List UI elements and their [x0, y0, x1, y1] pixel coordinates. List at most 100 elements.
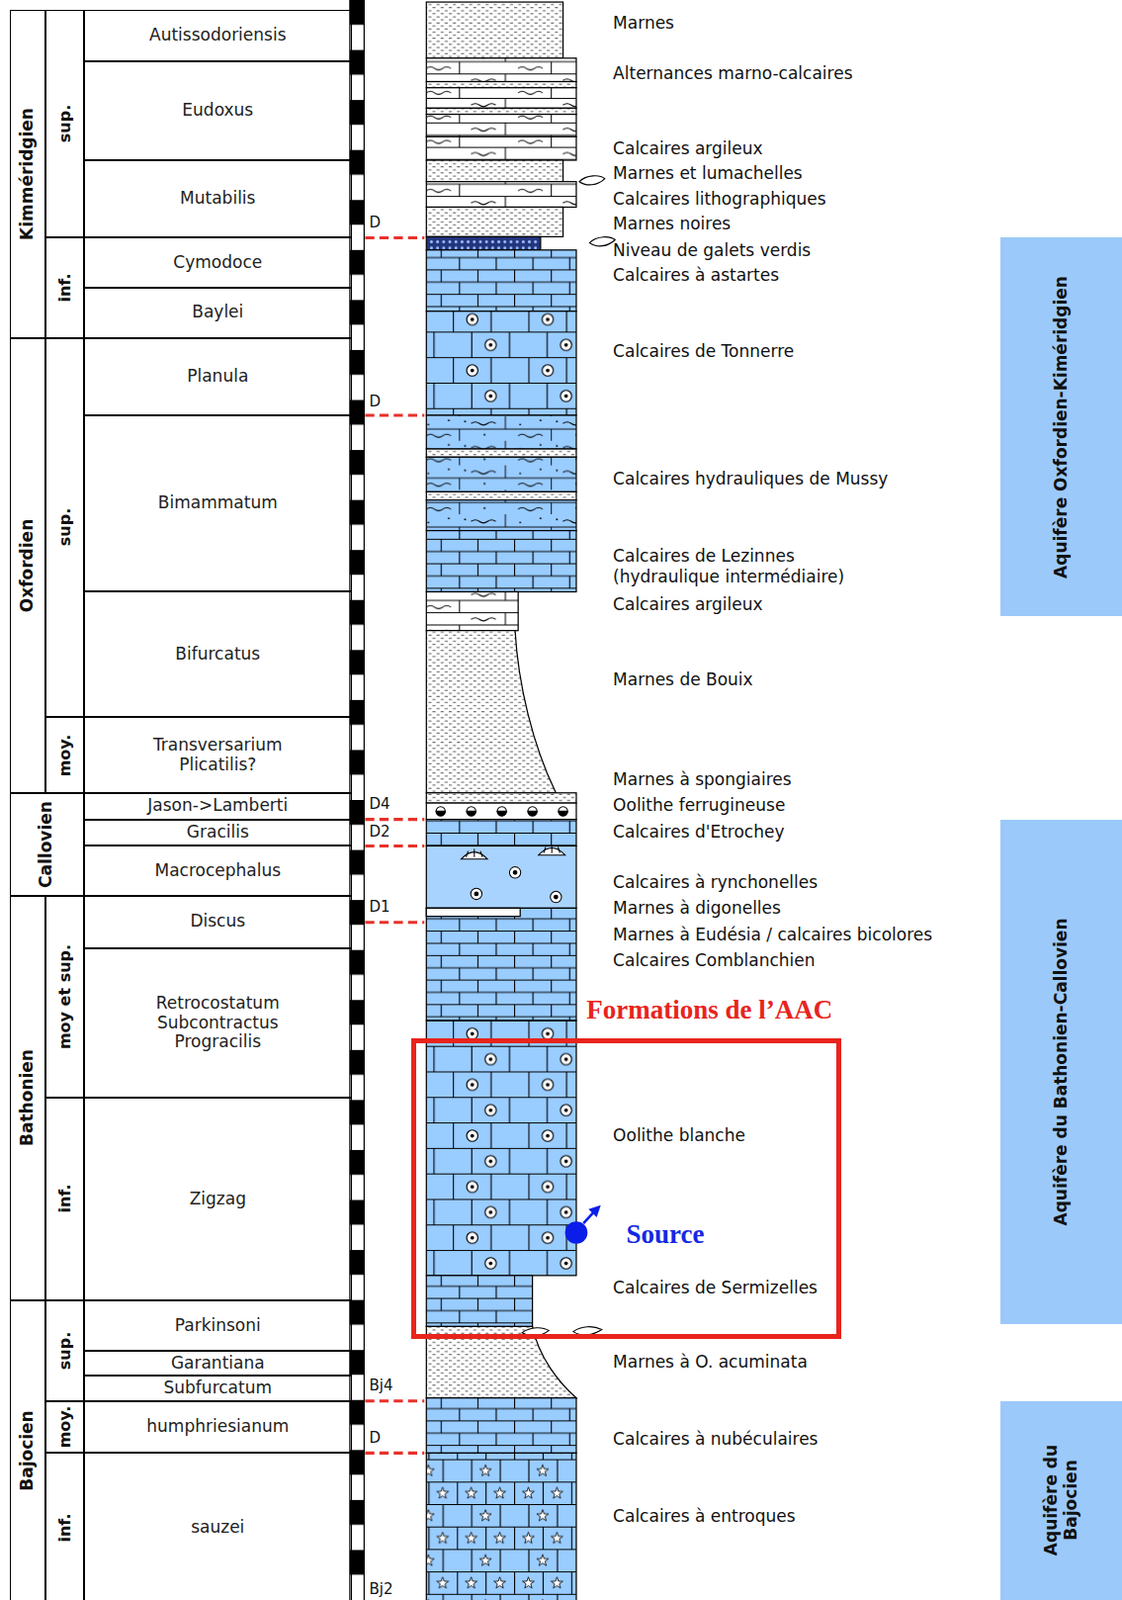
substage-cell: sup. — [45, 338, 84, 718]
zone-cell: Planula — [84, 338, 352, 416]
zone-cell: Parkinsoni — [84, 1299, 352, 1352]
lithology-column — [426, 792, 577, 803]
lithology-column — [426, 87, 577, 109]
zone-cell: humphriesianum — [84, 1400, 352, 1454]
discontinuity-lines — [364, 844, 425, 848]
lithology-column — [426, 236, 541, 250]
ferruginous-ooids — [435, 806, 445, 816]
lithology-column — [426, 491, 577, 500]
lithology-label: Calcaires hydrauliques de Mussy — [612, 468, 888, 489]
substage-name: moy. — [55, 1404, 74, 1450]
lithology-label: Calcaires lithographiques — [612, 188, 827, 209]
lithology-label: Calcaires à nubéculaires — [612, 1428, 818, 1449]
stage-cell: Bathonien — [9, 895, 46, 1300]
lithology-column — [426, 1, 563, 59]
substage-name: inf. — [55, 1101, 74, 1295]
substage-cell: inf. — [45, 237, 84, 338]
substage-name: moy et sup. — [55, 899, 74, 1094]
lithology-label: Marnes noires — [612, 213, 731, 234]
fossil-symbols — [513, 869, 518, 874]
stage-cell: Kimméridgien — [9, 9, 46, 338]
lithology-label: Marnes et lumachelles — [612, 163, 803, 183]
substage-cell: moy. — [45, 1400, 84, 1454]
stage-name: Bathonien — [18, 899, 39, 1296]
lithology-column — [426, 82, 577, 88]
substage-cell: inf. — [45, 1452, 84, 1600]
lithology-column — [426, 630, 556, 793]
zone-cell: Gracilis — [84, 819, 352, 847]
lithology-label: Marnes à spongiaires — [612, 769, 792, 789]
discontinuity-lines — [364, 1398, 425, 1402]
zone-name: Planula — [186, 366, 249, 387]
lithology-column — [426, 1452, 577, 1600]
lithology-label: Marnes — [612, 12, 675, 33]
lithology-column — [426, 500, 577, 531]
aquifer-band: Aquifère Oxfordien-Kiméridgien — [1000, 237, 1122, 616]
lithology-label: Marnes à Eudésia / calcaires bicolores — [612, 924, 933, 945]
lithology-label: Calcaires à rynchonelles — [612, 871, 818, 892]
substage-cell: sup. — [45, 1299, 84, 1401]
lithology-column — [426, 136, 577, 161]
lithology-column — [426, 1020, 577, 1276]
lithology-column — [426, 802, 577, 820]
discontinuity-label: D — [369, 213, 382, 232]
lithology-label: Alternances marno-calcaires — [612, 63, 853, 84]
aquifer-band: Aquifère du Bathonien-Callovien — [1000, 819, 1122, 1325]
lithology-column — [426, 530, 577, 593]
substage-name: inf. — [55, 1456, 74, 1598]
discontinuity-label: D4 — [369, 794, 391, 813]
aquifer-name: Aquifère du Bajocien — [1041, 1404, 1081, 1596]
zone-cell: Bimammatum — [84, 415, 352, 593]
zone-cell: sauzei — [84, 1452, 352, 1600]
lithology-label: Marnes à digonelles — [612, 897, 781, 918]
substage-name: sup. — [55, 342, 74, 714]
zone-name: Eudoxus — [181, 100, 254, 121]
ferruginous-ooids — [527, 810, 537, 816]
aquifer-band: Aquifère du Bajocien — [1000, 1400, 1122, 1600]
lithology-column — [426, 114, 577, 138]
lithology-column — [426, 415, 577, 449]
lithology-column — [426, 819, 577, 847]
zone-name: Macrocephalus — [154, 861, 281, 881]
ferruginous-ooids — [435, 810, 445, 816]
lithology-label: Calcaires Comblanchien — [612, 949, 815, 970]
zone-cell: Cymodoce — [84, 237, 352, 288]
lithology-column — [426, 160, 563, 182]
lithology-column — [426, 456, 577, 492]
zone-name: sauzei — [190, 1517, 245, 1538]
lithology-label: Calcaires argileux — [612, 138, 763, 159]
substage-cell: sup. — [45, 9, 84, 238]
substage-cell: moy. — [45, 716, 84, 792]
source-label: Source — [626, 1217, 705, 1250]
shell-symbols — [579, 175, 605, 185]
stage-name: Bajocien — [18, 1303, 39, 1598]
shell-symbols — [521, 175, 615, 1336]
ferruginous-ooids — [497, 806, 507, 816]
fossil-symbols — [474, 891, 479, 896]
lithology-label: Oolithe ferrugineuse — [612, 794, 785, 815]
lithology-column — [426, 250, 577, 312]
zone-cell: Retrocostatum Subcontractus Progracilis — [84, 948, 352, 1099]
lithology-label: Oolithe blanche — [612, 1124, 746, 1145]
zone-cell: Baylei — [84, 287, 352, 339]
zone-cell: Mutabilis — [84, 160, 352, 238]
ferruginous-ooids — [558, 810, 568, 816]
lithology-column — [426, 58, 577, 83]
ferruginous-ooids — [558, 806, 568, 816]
fossil-symbols — [543, 844, 561, 853]
discontinuity-label: Bj2 — [369, 1579, 394, 1598]
discontinuity-lines — [364, 817, 425, 821]
fossil-symbols — [460, 844, 565, 902]
zone-cell: Garantiana — [84, 1350, 352, 1376]
zone-name: humphriesianum — [146, 1416, 289, 1437]
lithology-column — [426, 1397, 577, 1454]
zone-name: Autissodoriensis — [149, 25, 286, 46]
discontinuity-label: Bj4 — [369, 1376, 394, 1394]
stage-cell: Bajocien — [9, 1299, 46, 1600]
zone-cell: Macrocephalus — [84, 845, 352, 896]
lithology-column — [426, 311, 577, 416]
discontinuity-label: D — [369, 1428, 382, 1447]
lithology-column — [426, 1275, 532, 1327]
lithology-column — [426, 591, 518, 630]
zone-name: Retrocostatum Subcontractus Progracilis — [123, 993, 313, 1052]
